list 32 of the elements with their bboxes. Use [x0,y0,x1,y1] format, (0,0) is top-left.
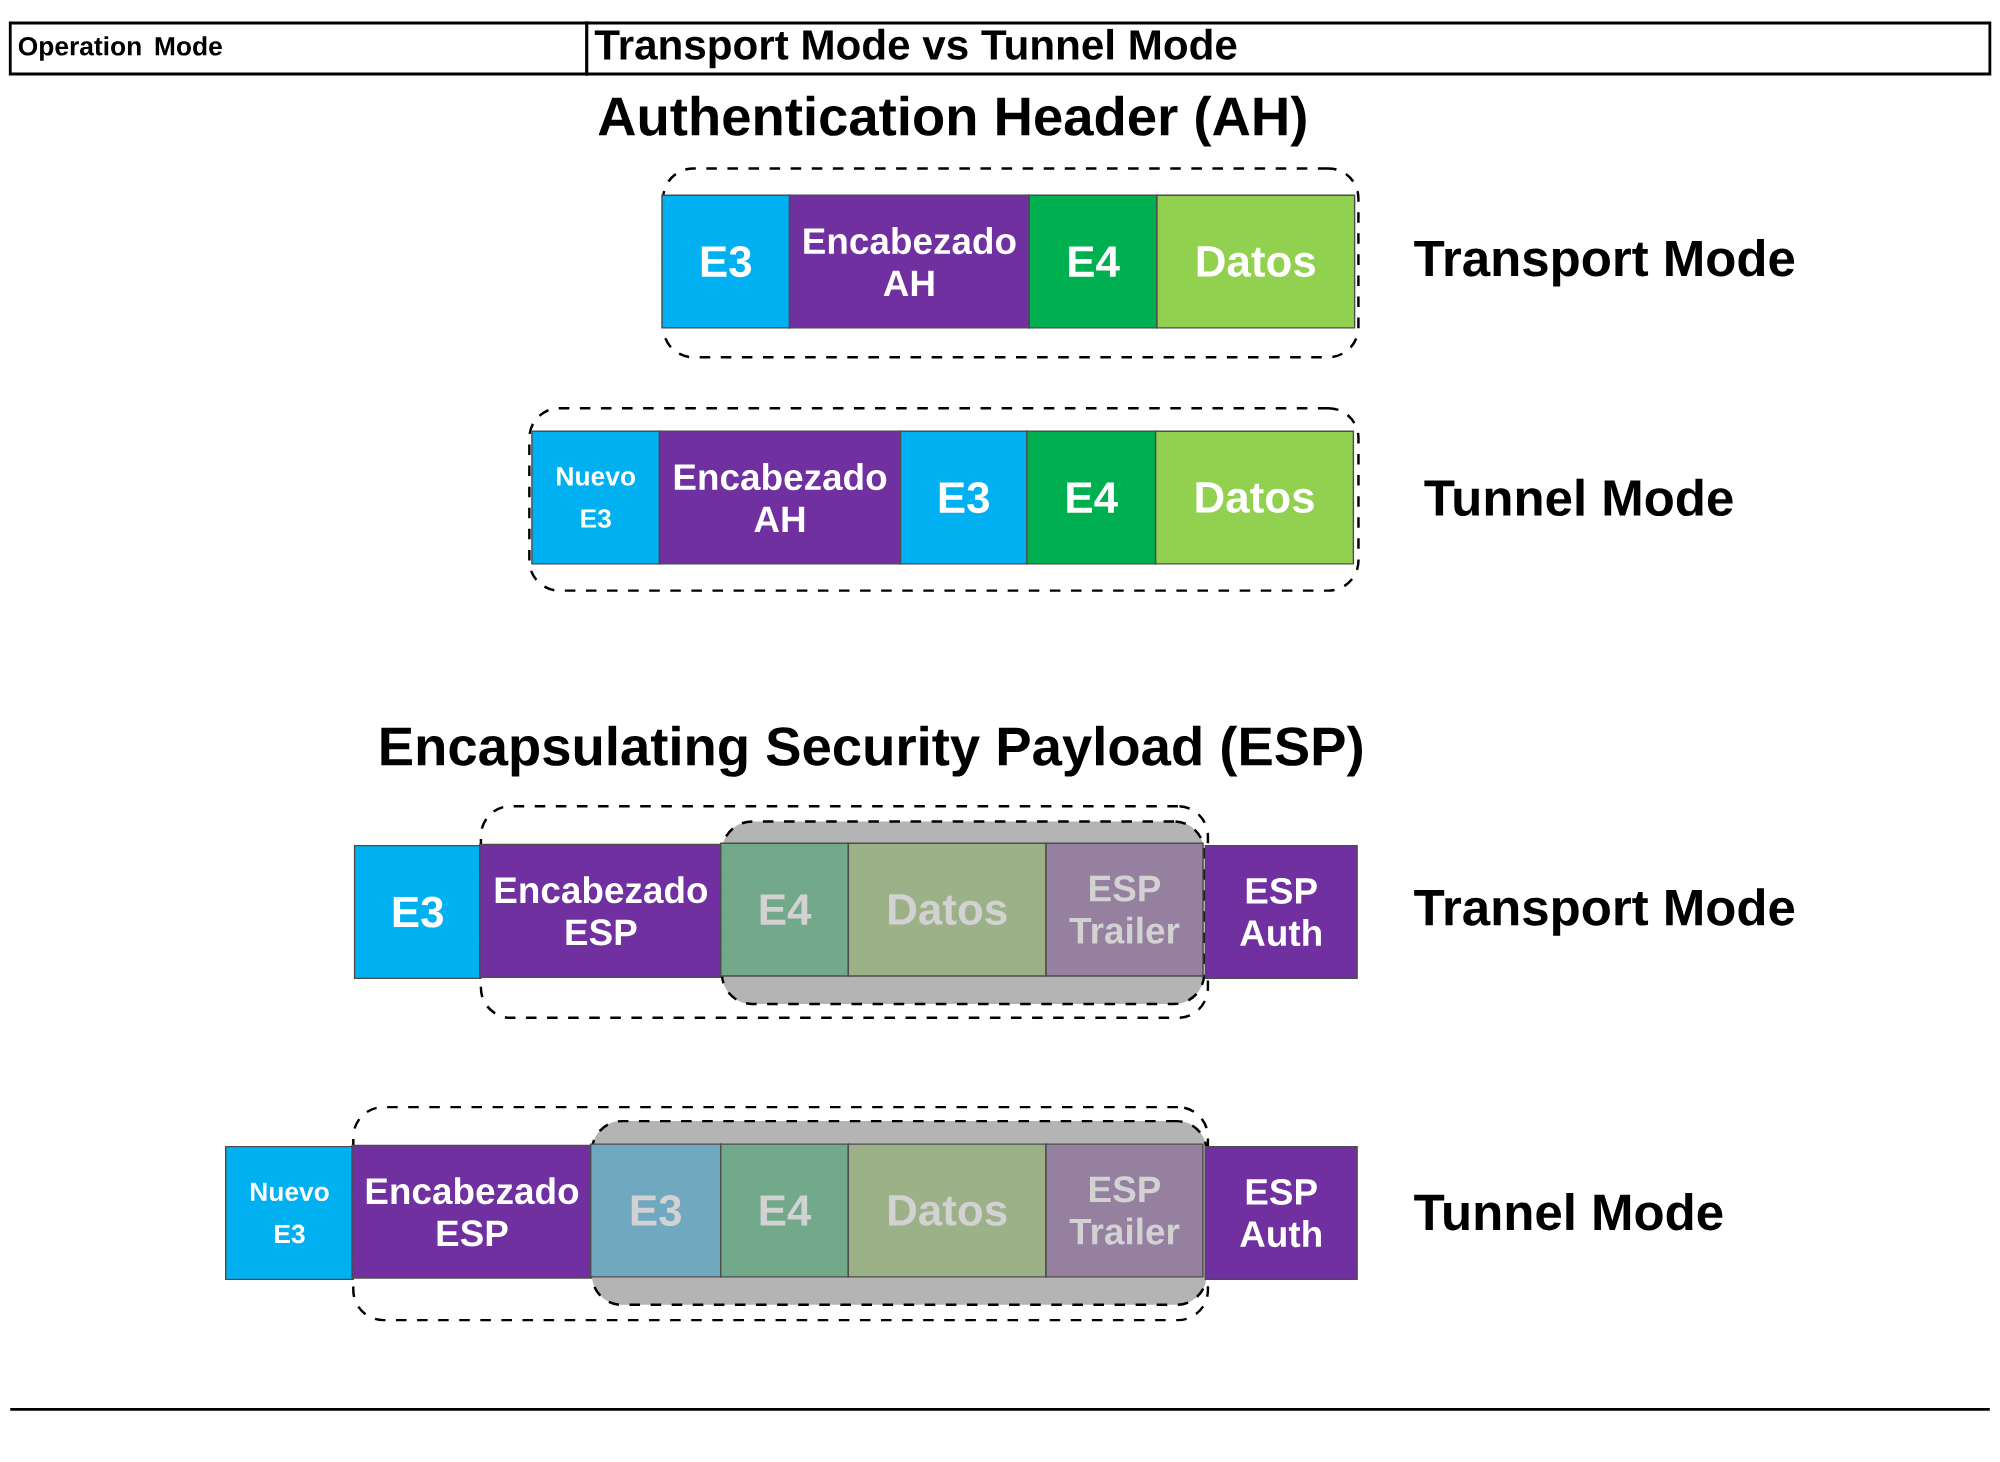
packet-field: ESP Auth [1204,845,1358,980]
packet-field: Nuevo E3 [225,1146,354,1281]
packet-field: E3 [661,194,791,329]
packet-field: E4 [720,842,850,977]
mode-label: Transport Mode [1414,888,1795,936]
header-cell: Operation Mode [8,21,589,76]
packet-field: Encabezado AH [788,194,1030,329]
packet-field: E4 [1028,194,1158,329]
packet-field: ESP Trailer [1045,1143,1204,1278]
packet-field: E4 [1026,430,1157,565]
packet-field: Datos [847,842,1047,977]
packet-field: Datos [1154,430,1355,565]
packet-field: E3 [899,430,1028,565]
section-heading: Encapsulating Security Payload (ESP) [381,725,1362,777]
packet-field: E3 [590,1143,722,1278]
packet-field: Encabezado AH [658,430,902,565]
packet-field: Encabezado ESP [479,843,723,979]
packet-field: Datos [1156,194,1356,329]
packet-field: Nuevo E3 [531,430,661,565]
section-heading: Authentication Header (AH) [598,96,1306,147]
packet-field: Datos [847,1143,1047,1278]
packet-field: E4 [720,1143,850,1278]
packet-field: ESP Auth [1204,1146,1358,1281]
packet-field: Encabezado ESP [351,1144,593,1279]
packet-field: E3 [353,845,482,980]
header-cell: Transport Mode vs Tunnel Mode [585,21,1992,76]
dashed-outline [662,167,1360,359]
mode-label: Tunnel Mode [1424,478,1733,517]
mode-label: Transport Mode [1414,239,1795,287]
packet-field: ESP Trailer [1045,842,1204,977]
mode-label: Tunnel Mode [1414,1193,1723,1231]
dashed-outline [528,407,1360,592]
